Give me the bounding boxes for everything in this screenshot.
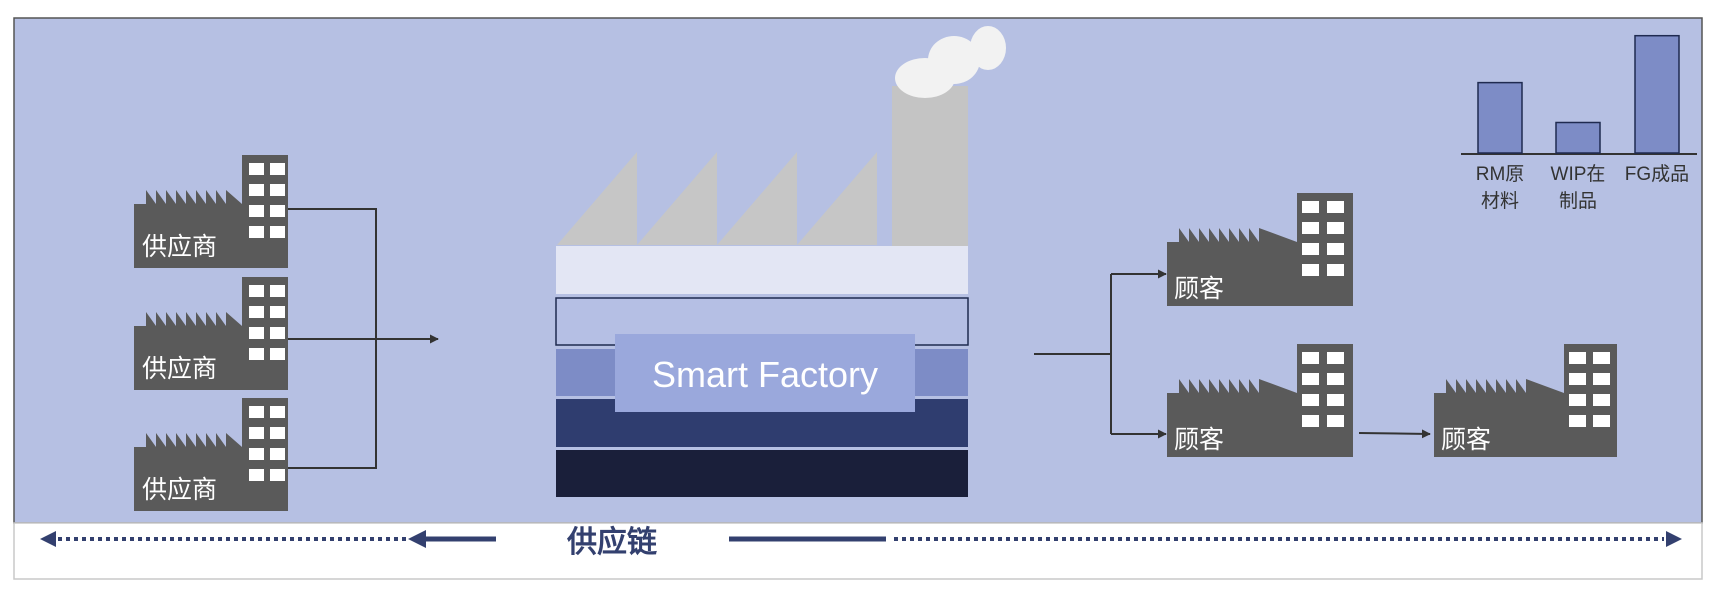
- supply-chain-bar: [13, 522, 1703, 580]
- supplier-label: 供应商: [142, 355, 217, 383]
- factory-label-box: [615, 334, 915, 412]
- supplier-connectors: [288, 208, 439, 469]
- factory-building-icon: [134, 398, 288, 511]
- customer-connectors: [1034, 269, 1431, 439]
- customer-label: 顾客: [1441, 426, 1491, 454]
- customer-factory-1: 顾客: [1167, 193, 1353, 306]
- chimney: [892, 86, 968, 246]
- chart-bar-3: [1634, 34, 1680, 154]
- factory-building-icon: [1167, 344, 1353, 457]
- supplier-factory-2: 供应商: [134, 277, 288, 390]
- customer-label: 顾客: [1174, 426, 1224, 454]
- chart-category-label: 制品: [1559, 190, 1597, 212]
- supplier-factory-3: 供应商: [134, 398, 288, 511]
- customer-factory-2: 顾客: [1167, 344, 1353, 457]
- chart-category-label: 材料: [1481, 190, 1519, 212]
- right-arrowhead: [1666, 531, 1682, 547]
- supplier-label: 供应商: [142, 476, 217, 504]
- factory-band-1: [556, 246, 968, 294]
- chart-category-label: WIP在: [1551, 163, 1606, 185]
- factory-building-icon: [134, 277, 288, 390]
- chart-bar-2: [1555, 121, 1601, 154]
- factory-band-5: [556, 450, 968, 497]
- customer-2-to-3-arrow: [1358, 429, 1431, 439]
- customer-factory-3: 顾客: [1434, 344, 1617, 457]
- left-arrowhead-inner: [408, 530, 426, 548]
- chart-category-label: RM原: [1476, 164, 1525, 185]
- supply-chain-label: 供应链: [566, 525, 657, 559]
- supply-chain-arrow: [40, 530, 1682, 548]
- smoke-icon: [895, 26, 1006, 98]
- factory-building-icon: [1167, 193, 1353, 306]
- factory-building-icon: [1434, 344, 1617, 457]
- left-arrowhead: [40, 531, 56, 547]
- factory-roof-icon: [557, 152, 877, 245]
- chart-bar-1: [1477, 81, 1523, 154]
- chart-category-label: FG成品: [1625, 163, 1689, 185]
- smart-factory: Smart Factory: [555, 26, 1006, 497]
- supplier-label: 供应商: [142, 233, 217, 261]
- factory-building-icon: [134, 155, 288, 268]
- supplier-factory-1: 供应商: [134, 155, 288, 268]
- factory-label: Smart Factory: [652, 354, 878, 395]
- customer-label: 顾客: [1174, 275, 1224, 303]
